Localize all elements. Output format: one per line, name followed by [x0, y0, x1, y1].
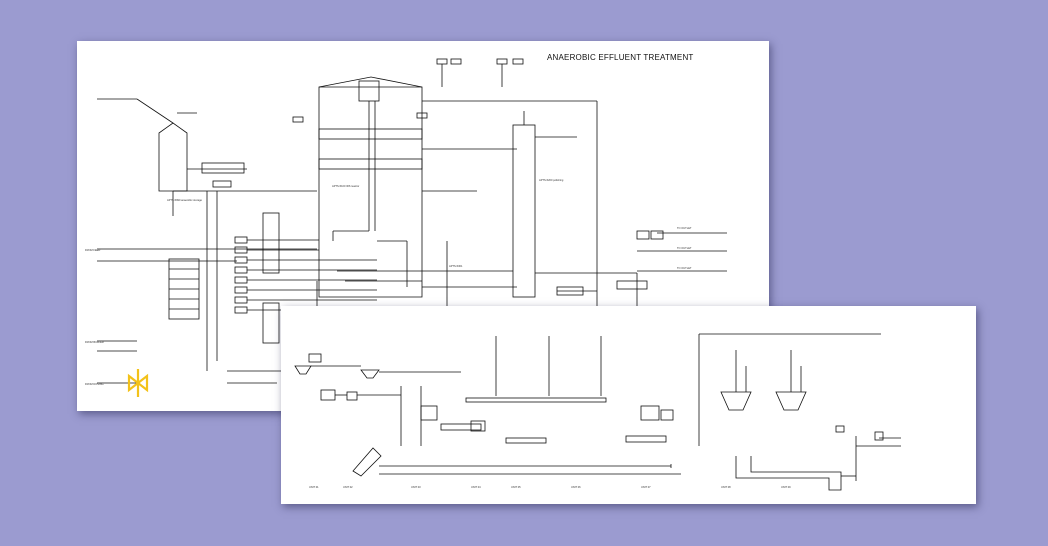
- svg-text:UNIT 08: UNIT 08: [721, 485, 731, 489]
- label-box: [650, 230, 664, 240]
- label-box: [616, 280, 648, 290]
- drawing-title: ANAEROBIC EFFLUENT TREATMENT: [547, 53, 694, 62]
- svg-text:FROM DOSING: FROM DOSING: [85, 382, 104, 386]
- polishing-column: [512, 124, 536, 298]
- label-box: [212, 180, 232, 188]
- svg-text:TO OUTLET: TO OUTLET: [677, 226, 692, 230]
- svg-text:UNIT 05: UNIT 05: [511, 485, 521, 489]
- svg-text:UNIT 06: UNIT 06: [571, 485, 581, 489]
- svg-text:UNIT 02: UNIT 02: [343, 485, 353, 489]
- svg-text:APTS-5100 IRS reactor: APTS-5100 IRS reactor: [332, 184, 359, 188]
- trough: [735, 456, 842, 491]
- svg-text:APTS-5990 anaerobic storage: APTS-5990 anaerobic storage: [167, 198, 202, 202]
- label-box: [201, 162, 245, 174]
- separator-deck: [318, 158, 423, 170]
- equipment: [420, 405, 438, 421]
- instrument-table: [168, 258, 200, 320]
- conveyor: [440, 423, 482, 431]
- svg-text:APTS-5200 polishing: APTS-5200 polishing: [539, 178, 564, 182]
- svg-text:UNIT 01: UNIT 01: [309, 485, 319, 489]
- svg-text:UNIT 07: UNIT 07: [641, 485, 651, 489]
- equipment: [640, 405, 660, 421]
- svg-text:UNIT 09: UNIT 09: [781, 485, 791, 489]
- label-box: [636, 230, 650, 240]
- svg-text:TO OUTLET: TO OUTLET: [677, 246, 692, 250]
- equipment: [660, 409, 674, 421]
- instrument-tag: [416, 112, 428, 119]
- anaerobic-reactor: [318, 86, 423, 298]
- instrument-tag: [292, 116, 304, 123]
- svg-text:UNIT 04: UNIT 04: [471, 485, 481, 489]
- separator-deck: [318, 128, 423, 140]
- instrument-tag: [450, 58, 462, 65]
- svg-text:FROM FEED: FROM FEED: [85, 248, 100, 252]
- hopper: [294, 365, 312, 375]
- hopper: [360, 369, 380, 379]
- instrument-tag: [436, 58, 448, 65]
- equipment: [874, 431, 884, 441]
- conveyor: [465, 397, 607, 403]
- svg-text:FROM BUFFER: FROM BUFFER: [85, 340, 104, 344]
- svg-text:APTS-5301: APTS-5301: [449, 264, 463, 268]
- storage-tank: [158, 122, 188, 192]
- instrument-tag: [496, 58, 508, 65]
- equipment: [835, 425, 845, 433]
- process-pid-diagram: UNIT 01 UNIT 02 UNIT 03 UNIT 04 UNIT 05 …: [294, 333, 901, 491]
- manifold-valves: [234, 236, 248, 314]
- highlighted-valve-icon: [127, 369, 149, 397]
- equipment: [320, 389, 336, 401]
- inclined-conveyor: [352, 447, 382, 477]
- svg-text:TO OUTLET: TO OUTLET: [677, 266, 692, 270]
- conveyor: [625, 435, 667, 443]
- instrument-tag: [512, 58, 524, 65]
- hopper: [775, 391, 807, 411]
- conveyor: [505, 437, 547, 444]
- equipment: [308, 353, 322, 363]
- hopper: [720, 391, 752, 411]
- equipment: [470, 420, 486, 432]
- label-box: [556, 286, 584, 296]
- anaerobic-pid-diagram: APTS-5990 anaerobic storage APTS-5100 IR…: [85, 58, 727, 397]
- instrument-table: [262, 212, 280, 344]
- drawing-sheet-process: UNIT 01 UNIT 02 UNIT 03 UNIT 04 UNIT 05 …: [281, 306, 976, 504]
- equipment: [346, 391, 358, 401]
- svg-text:UNIT 03: UNIT 03: [411, 485, 421, 489]
